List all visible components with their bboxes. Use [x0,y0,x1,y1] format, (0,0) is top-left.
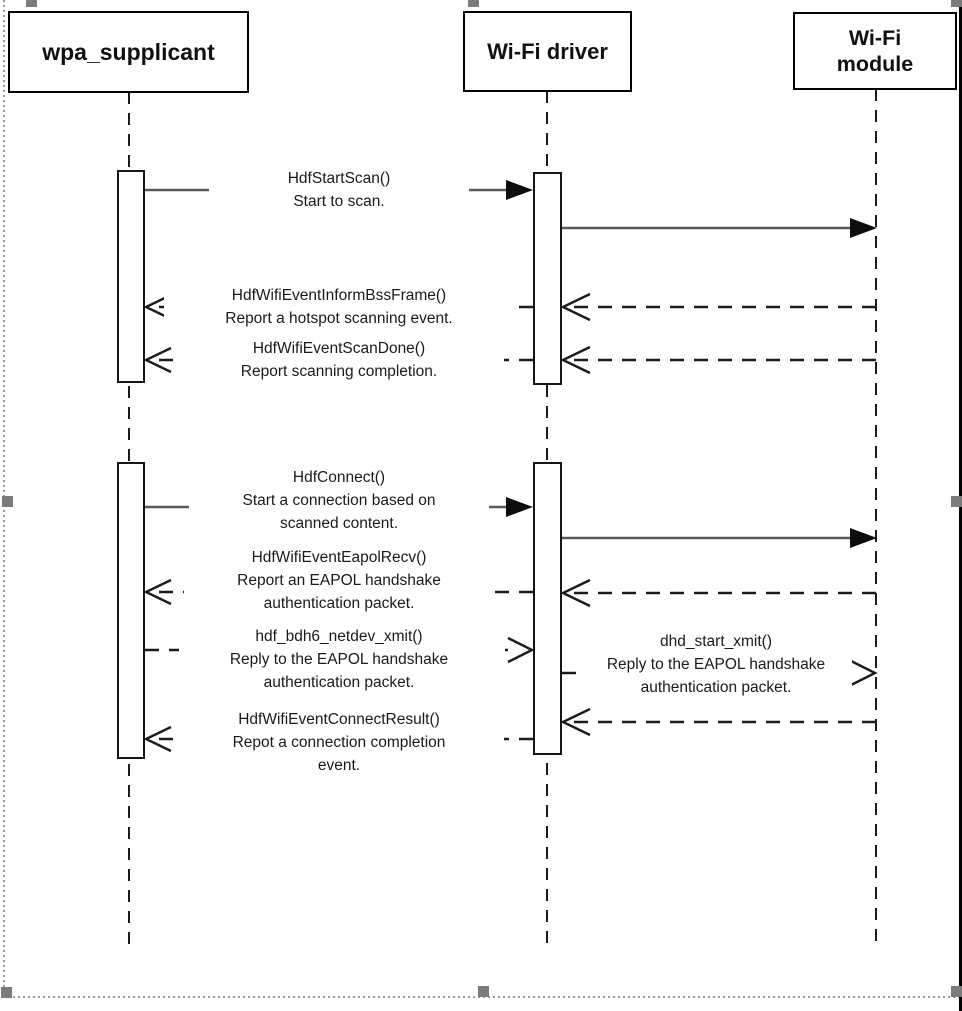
message-description: Start to scan. [293,193,385,210]
message-label-dhd-start-xmit: dhd_start_xmit() Reply to the EAPOL hand… [580,630,852,699]
message-description: authentication packet. [640,679,792,696]
arrowhead-module-report-bss [560,292,591,322]
message-description: Report scanning completion. [240,363,438,380]
message-label-hdfstartscan: HdfStartScan() Start to scan. [209,167,469,213]
arrowhead-scan-driver-to-module [850,218,877,238]
message-function-name: HdfWifiEventConnectResult() [238,711,440,728]
actor-label-wpa-supplicant: wpa_supplicant [42,38,215,65]
message-label-scandone: HdfWifiEventScanDone() Report scanning c… [174,337,504,383]
actor-box-wpa-supplicant: wpa_supplicant [8,11,249,93]
message-description: Start a connection based on [242,492,436,509]
arrowhead-netdev-xmit [507,636,535,664]
activation-bar-driver-scan [533,172,562,385]
selection-handle-top-center[interactable] [468,0,479,7]
activation-bar-wpa-connect [117,462,145,759]
arrowhead-informbssframe [143,293,172,321]
actor-label-wifi-module-line1: Wi-Fi [848,26,902,50]
lifeline-wifi-module [874,89,878,945]
message-description: Reply to the EAPOL handshake [606,656,826,673]
activation-bar-wpa-scan [117,170,145,383]
message-label-connectresult: HdfWifiEventConnectResult() Repot a conn… [174,708,504,777]
message-label-netdev-xmit: hdf_bdh6_netdev_xmit() Reply to the EAPO… [179,625,499,694]
arrowhead-eapolrecv [143,578,172,606]
message-description: Report a hotspot scanning event. [225,310,453,327]
arrowhead-dhd-start-xmit [850,659,878,687]
arrowhead-module-scandone [560,345,591,375]
message-function-name: HdfWifiEventScanDone() [252,340,426,357]
arrowhead-hdfstartscan [506,180,533,200]
actor-label-wifi-module-line2: module [836,52,914,76]
arrowhead-module-connectresult [560,707,591,737]
actor-label-wifi-driver: Wi-Fi driver [487,38,608,64]
message-function-name: HdfWifiEventEapolRecv() [251,549,427,566]
message-description: authentication packet. [263,595,415,612]
arrowhead-module-eapol [560,578,591,608]
message-function-name: HdfWifiEventInformBssFrame() [231,287,447,304]
arrowhead-hdfconnect [506,497,533,517]
message-function-name: hdf_bdh6_netdev_xmit() [255,628,423,645]
actor-box-wifi-module: Wi-Fi module [793,12,957,90]
arrowhead-scandone [143,346,172,374]
arrowhead-connectresult [143,725,172,753]
message-label-eapolrecv: HdfWifiEventEapolRecv() Report an EAPOL … [184,546,494,615]
arrowhead-connect-driver-to-module [850,528,877,548]
message-description: authentication packet. [263,674,415,691]
selection-handle-bottom-center[interactable] [478,986,489,997]
selection-handle-top-left[interactable] [26,0,37,7]
message-label-informbssframe: HdfWifiEventInformBssFrame() Report a ho… [164,284,514,330]
message-function-name: dhd_start_xmit() [660,633,772,650]
message-label-hdfconnect: HdfConnect() Start a connection based on… [189,466,489,535]
message-function-name: HdfConnect() [292,469,386,486]
activation-bar-driver-connect [533,462,562,755]
selection-handle-bottom-left[interactable] [1,987,12,998]
selection-handle-middle-right[interactable] [951,496,962,507]
message-description: event. [317,757,361,774]
message-description: scanned content. [279,515,399,532]
selection-handle-top-right[interactable] [951,0,962,7]
actor-box-wifi-driver: Wi-Fi driver [463,11,632,92]
selection-handle-bottom-right[interactable] [951,986,962,997]
message-description: Report an EAPOL handshake [237,572,441,589]
message-function-name: HdfStartScan() [287,170,391,187]
message-description: Repot a connection completion [232,734,446,751]
message-description: Reply to the EAPOL handshake [229,651,449,668]
selection-handle-middle-left[interactable] [2,496,13,507]
